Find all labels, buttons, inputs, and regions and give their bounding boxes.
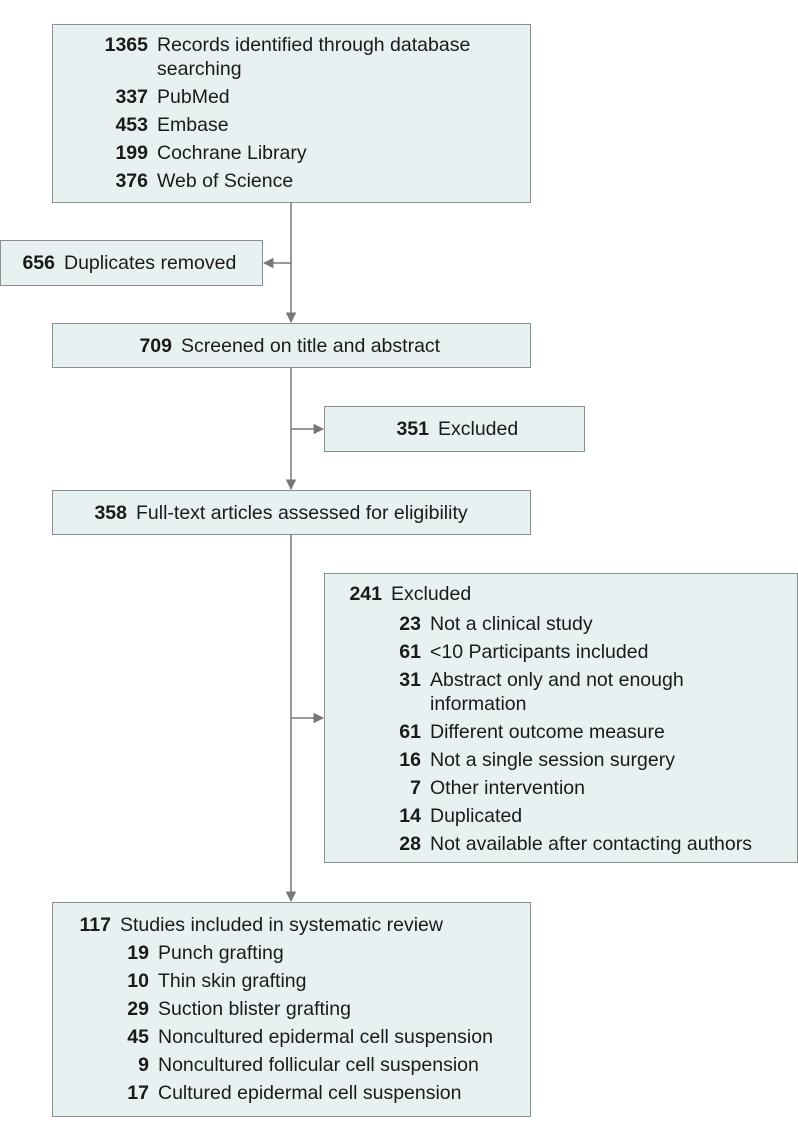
included-category-row: 10 Thin skin grafting: [127, 969, 307, 993]
included-category-row: 9 Noncultured follicular cell suspension: [138, 1053, 479, 1077]
reason-count: 61: [399, 721, 421, 743]
category-count: 17: [127, 1082, 149, 1104]
included-category-row: 19 Punch grafting: [127, 941, 284, 965]
category-count: 29: [127, 998, 149, 1020]
reason-label: <10 Participants included: [430, 641, 649, 663]
exclusion-reason-row: 14 Duplicated: [399, 804, 523, 828]
included-category-row: 45 Noncultured epidermal cell suspension: [127, 1025, 493, 1049]
screened-row: 709 Screened on title and abstract: [139, 334, 441, 358]
records-total-count: 1365: [104, 34, 148, 56]
excluded-fulltext-total-row: 241 Excluded: [349, 582, 472, 606]
category-label: Noncultured epidermal cell suspension: [158, 1026, 493, 1048]
exclusion-reason-row: 23 Not a clinical study: [399, 612, 593, 636]
reason-count: 61: [399, 641, 421, 663]
included-total-count: 117: [79, 914, 111, 936]
included-total-label: Studies included in systematic review: [120, 914, 443, 936]
excluded-screen-label: Excluded: [438, 418, 519, 440]
records-total-label: Records identified through database sear…: [157, 34, 471, 80]
category-label: Thin skin grafting: [158, 970, 307, 992]
category-count: 45: [127, 1026, 149, 1048]
category-count: 19: [127, 942, 149, 964]
records-identified-box: 1365 Records identified through database…: [52, 24, 531, 203]
exclusion-reason-row: 61 Different outcome measure: [399, 720, 665, 744]
reason-label: Different outcome measure: [430, 721, 665, 743]
reason-label: Abstract only and not enough information: [430, 669, 684, 715]
reason-count: 23: [399, 613, 421, 635]
category-label: Suction blister grafting: [158, 998, 351, 1020]
exclusion-reason-row: 7 Other intervention: [410, 776, 586, 800]
reason-label: Other intervention: [430, 777, 586, 799]
source-label: Web of Science: [157, 170, 294, 192]
source-row-pubmed: 337 PubMed: [115, 85, 230, 109]
reason-count: 31: [399, 669, 421, 691]
duplicates-count: 656: [22, 252, 55, 274]
screened-box: 709 Screened on title and abstract: [52, 323, 531, 368]
excluded-fulltext-label: Excluded: [391, 583, 472, 605]
source-row-embase: 453 Embase: [115, 113, 229, 137]
reason-label: Duplicated: [430, 805, 523, 827]
excluded-fulltext-box: 241 Excluded 23 Not a clinical study 61 …: [324, 573, 798, 863]
included-total-row: 117 Studies included in systematic revie…: [80, 913, 443, 937]
exclusion-reason-row: 61 <10 Participants included: [399, 640, 649, 664]
reason-label: Not available after contacting authors: [430, 833, 752, 855]
screened-count: 709: [139, 335, 172, 357]
exclusion-reason-row: 16 Not a single session surgery: [399, 748, 675, 772]
duplicates-row: 656 Duplicates removed: [22, 251, 237, 275]
fulltext-row: 358 Full-text articles assessed for elig…: [94, 501, 468, 525]
excluded-screen-row: 351 Excluded: [396, 417, 519, 441]
reason-label: Not a single session surgery: [430, 749, 675, 771]
source-row-web-of-science: 376 Web of Science: [115, 169, 294, 193]
excluded-fulltext-count: 241: [349, 583, 382, 605]
excluded-screen-count: 351: [396, 418, 429, 440]
source-label: Cochrane Library: [157, 142, 307, 164]
included-category-row: 29 Suction blister grafting: [127, 997, 351, 1021]
exclusion-reason-row: 31 Abstract only and not enough informat…: [399, 668, 730, 716]
exclusion-reason-row: 28 Not available after contacting author…: [399, 832, 752, 856]
source-label: PubMed: [157, 86, 230, 108]
fulltext-box: 358 Full-text articles assessed for elig…: [52, 490, 531, 535]
source-count: 199: [115, 142, 148, 164]
duplicates-label: Duplicates removed: [64, 252, 237, 274]
screened-label: Screened on title and abstract: [181, 335, 441, 357]
source-label: Embase: [157, 114, 229, 136]
source-row-cochrane: 199 Cochrane Library: [115, 141, 307, 165]
records-total-row: 1365 Records identified through database…: [105, 33, 517, 81]
reason-count: 16: [399, 749, 421, 771]
source-count: 337: [115, 86, 148, 108]
source-count: 376: [115, 170, 148, 192]
reason-count: 14: [399, 805, 421, 827]
category-label: Punch grafting: [158, 942, 284, 964]
category-label: Cultured epidermal cell suspension: [158, 1082, 462, 1104]
fulltext-label: Full-text articles assessed for eligibil…: [136, 502, 468, 524]
category-count: 9: [138, 1054, 149, 1076]
reason-label: Not a clinical study: [430, 613, 593, 635]
included-category-row: 17 Cultured epidermal cell suspension: [127, 1081, 462, 1105]
reason-count: 7: [410, 777, 421, 799]
excluded-screen-box: 351 Excluded: [324, 406, 585, 452]
category-label: Noncultured follicular cell suspension: [158, 1054, 479, 1076]
reason-count: 28: [399, 833, 421, 855]
duplicates-removed-box: 656 Duplicates removed: [0, 240, 263, 286]
category-count: 10: [127, 970, 149, 992]
fulltext-count: 358: [94, 502, 127, 524]
source-count: 453: [115, 114, 148, 136]
studies-included-box: 117 Studies included in systematic revie…: [52, 902, 531, 1117]
